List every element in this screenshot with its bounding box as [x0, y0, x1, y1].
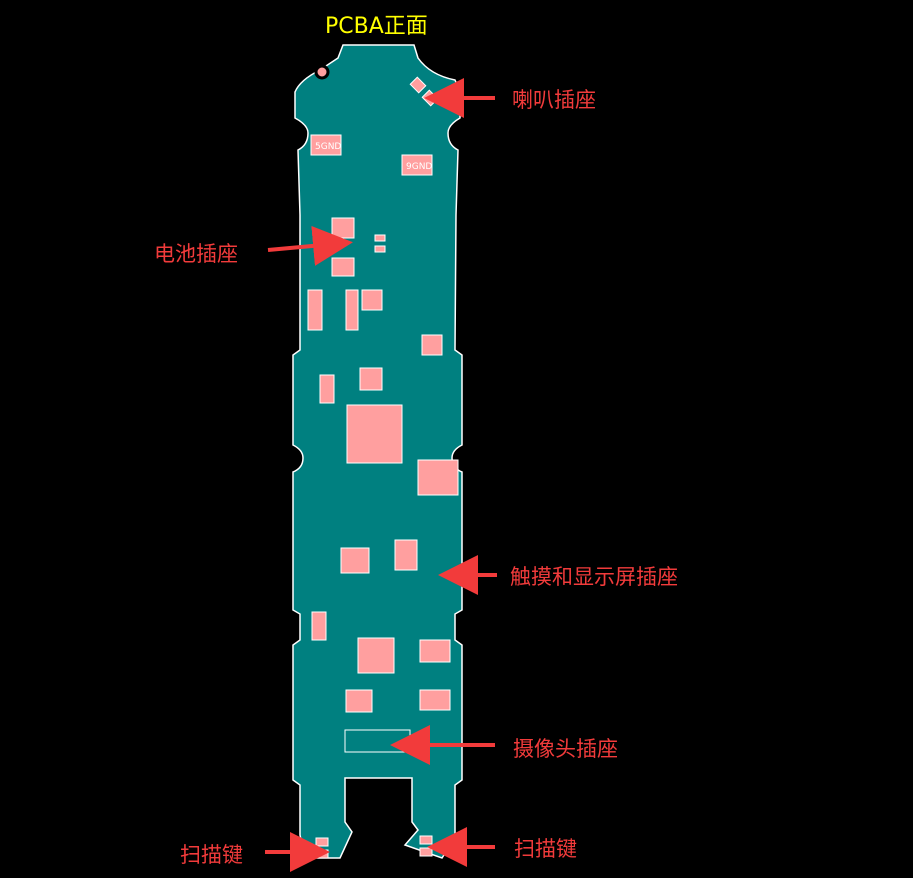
speaker-connector-pad [409, 76, 427, 94]
mounting-hole [314, 64, 330, 80]
gnd-pad-9 [401, 154, 433, 176]
annotation-arrows [265, 78, 497, 872]
pcb-components [307, 76, 459, 859]
page-title: PCBA正面 [325, 14, 428, 39]
label-scan-key-right: 扫描键 [514, 837, 577, 861]
silkscreen-5gnd: 5GND [315, 142, 341, 152]
label-speaker-connector: 喇叭插座 [512, 88, 596, 112]
silkscreen-9gnd: 9GND [406, 162, 432, 172]
silkscreen: 5GND 9GND [315, 142, 432, 172]
label-touch-display-connector: 触摸和显示屏插座 [510, 565, 678, 589]
label-battery-connector: 电池插座 [154, 242, 238, 266]
gnd-pad-5 [310, 134, 342, 156]
arrow-battery [267, 225, 353, 266]
label-camera-connector: 摄像头插座 [513, 737, 618, 761]
battery-connector-pad [331, 257, 355, 277]
camera-chip [357, 637, 395, 674]
battery-connector-pad [331, 217, 355, 239]
main-mcu-chip [346, 404, 403, 464]
label-scan-key-left: 扫描键 [180, 843, 243, 867]
touch-controller-chip [340, 547, 370, 574]
